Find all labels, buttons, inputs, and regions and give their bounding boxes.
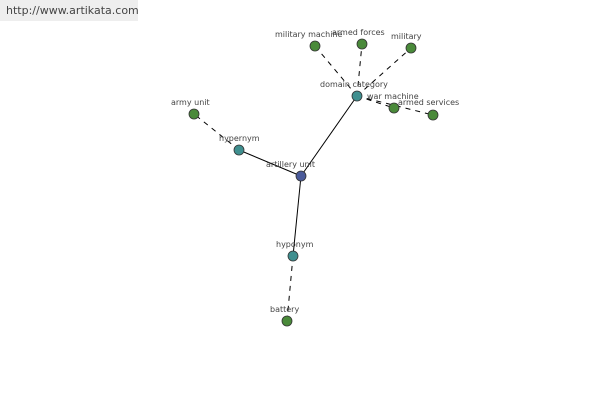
- graph-edges: [193, 43, 434, 322]
- node-marker[interactable]: [405, 42, 417, 54]
- node-label: battery: [270, 305, 299, 314]
- node-label: domain category: [320, 80, 388, 89]
- node-hyponym[interactable]: hyponym: [276, 240, 314, 262]
- node-label: hyponym: [276, 240, 314, 249]
- node-label: armed services: [398, 98, 459, 107]
- edge-domain-category-to-armed-services: [356, 95, 434, 116]
- edge-domain-category-to-war-machine: [356, 95, 395, 109]
- node-label: army unit: [171, 98, 210, 107]
- node-hypernym[interactable]: hypernym: [219, 134, 260, 156]
- node-military-machine[interactable]: military machine: [275, 30, 343, 52]
- edge-domain-category-to-military: [356, 47, 412, 97]
- edge-hyponym-to-battery: [286, 255, 294, 322]
- node-label: war machine: [367, 92, 419, 101]
- node-marker[interactable]: [281, 315, 293, 327]
- node-label: artillery unit: [266, 160, 315, 169]
- node-military[interactable]: military: [391, 32, 422, 54]
- edge-domain-category-to-military-machine: [314, 45, 358, 97]
- node-label: hypernym: [219, 134, 260, 143]
- node-marker[interactable]: [388, 102, 400, 114]
- node-artillery-unit[interactable]: artillery unit: [266, 160, 315, 182]
- node-armed-forces[interactable]: armed forces: [332, 28, 385, 50]
- node-label: military: [391, 32, 422, 41]
- node-marker[interactable]: [188, 108, 200, 120]
- node-marker[interactable]: [287, 250, 299, 262]
- edge-artillery-unit-to-hyponym: [292, 175, 302, 257]
- node-marker[interactable]: [309, 40, 321, 52]
- edge-artillery-unit-to-hypernym: [238, 149, 302, 177]
- edge-artillery-unit-to-domain-category: [300, 95, 358, 177]
- graph-nodes: artillery unit hypernym hyponym domain cate…: [171, 28, 459, 327]
- node-army-unit[interactable]: army unit: [171, 98, 210, 120]
- node-war-machine[interactable]: war machine: [367, 92, 419, 114]
- node-marker[interactable]: [427, 109, 439, 121]
- node-label: armed forces: [332, 28, 385, 37]
- node-marker[interactable]: [233, 144, 245, 156]
- node-battery[interactable]: battery: [270, 305, 299, 327]
- source-url-link[interactable]: http://www.artikata.com: [0, 0, 139, 21]
- edge-domain-category-to-armed-forces: [356, 43, 363, 97]
- node-label: military machine: [275, 30, 343, 39]
- edge-hypernym-to-army-unit: [193, 113, 240, 151]
- node-marker[interactable]: [356, 38, 368, 50]
- node-marker[interactable]: [295, 170, 307, 182]
- node-domain-category[interactable]: domain category: [320, 80, 388, 102]
- node-armed-services[interactable]: armed services: [398, 98, 459, 121]
- node-marker[interactable]: [351, 90, 363, 102]
